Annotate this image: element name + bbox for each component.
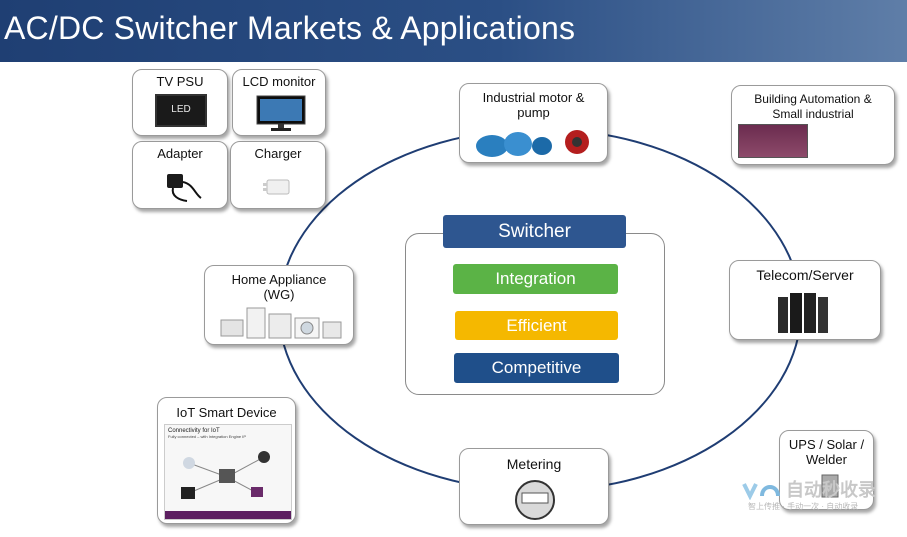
integration-pill: Integration <box>453 264 618 294</box>
watermark: 自动秒收录 智上传推 · 手动一次 · 自动收录 <box>740 474 890 514</box>
card-lcd-label: LCD monitor <box>242 74 316 89</box>
iot-slide-subtitle: Fully connected – with Integration Engin… <box>168 434 247 439</box>
iot-network-icon <box>181 451 270 499</box>
card-industrial: Industrial motor & pump <box>459 83 608 163</box>
adapter-icon <box>167 174 202 202</box>
title-banner: AC/DC Switcher Markets & Applications <box>0 0 907 62</box>
card-adapter-label: Adapter <box>157 146 203 161</box>
card-ups-solar: UPS / Solar / Welder <box>779 430 874 510</box>
card-building: Building Automation & Small industrial <box>731 85 895 165</box>
card-iot: IoT Smart Device Connectivity for IoT Fu… <box>157 397 296 524</box>
watermark-logo-icon <box>742 483 780 500</box>
tv-screen-text: LED <box>171 104 191 115</box>
card-building-label: Building Automation & Small industrial <box>754 92 872 121</box>
card-metering: Metering <box>459 448 609 525</box>
building-automation-image <box>738 124 808 158</box>
card-charger: Charger <box>230 141 326 209</box>
ups-icon <box>821 474 839 498</box>
charger-icon <box>263 179 290 195</box>
card-ups-label: UPS / Solar / Welder <box>788 437 865 467</box>
iot-slide-image: Connectivity for IoT Fully connected – w… <box>164 424 292 520</box>
card-home-label: Home Appliance (WG) <box>231 272 327 302</box>
competitive-pill: Competitive <box>454 353 619 383</box>
watermark-text: 自动秒收录 <box>786 480 876 500</box>
card-tv-psu-label: TV PSU <box>156 74 204 89</box>
meter-icon <box>515 480 555 520</box>
card-metering-label: Metering <box>506 456 562 472</box>
motor-pump-icon <box>476 130 589 157</box>
card-home-appliance: Home Appliance (WG) <box>204 265 354 345</box>
iot-slide-title: Connectivity for IoT <box>168 428 220 434</box>
card-adapter: Adapter <box>132 141 228 209</box>
server-rack-icon <box>778 293 828 333</box>
card-lcd-monitor: LCD monitor <box>232 69 326 136</box>
switcher-header: Switcher <box>443 215 626 248</box>
card-tv-psu: TV PSU LED <box>132 69 228 136</box>
monitor-icon <box>256 95 306 131</box>
tv-icon: LED <box>155 94 207 127</box>
card-telecom-label: Telecom/Server <box>756 267 854 283</box>
card-industrial-label: Industrial motor & pump <box>482 90 585 120</box>
appliances-icon <box>220 307 342 339</box>
watermark-subtext: 智上传推 · 手动一次 · 自动收录 <box>748 502 859 511</box>
card-iot-label: IoT Smart Device <box>176 405 277 420</box>
page-title: AC/DC Switcher Markets & Applications <box>4 10 576 46</box>
card-charger-label: Charger <box>254 146 302 161</box>
efficient-pill: Efficient <box>455 311 618 340</box>
card-telecom: Telecom/Server <box>729 260 881 340</box>
iot-slide-footer <box>165 511 291 519</box>
